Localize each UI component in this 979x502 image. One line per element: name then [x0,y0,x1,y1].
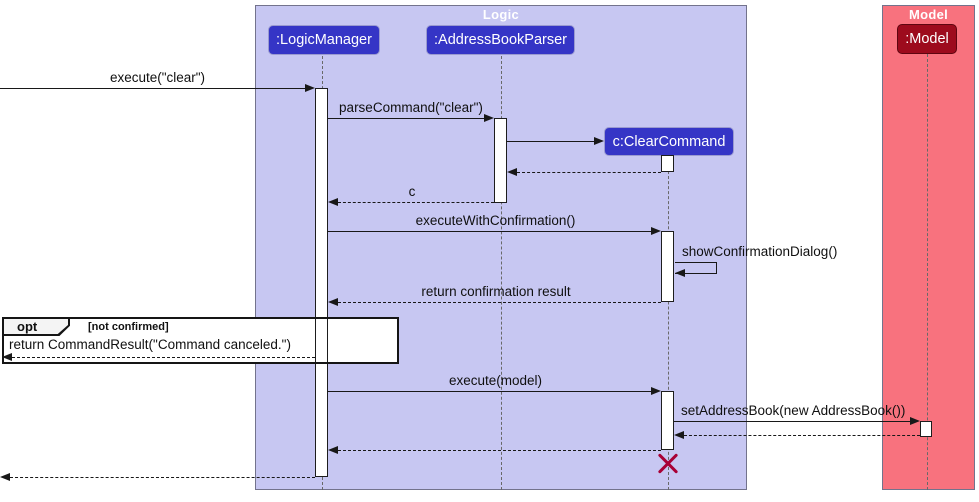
message-create-return-arrow [517,172,661,173]
arrowhead-icon [675,268,685,277]
message-execute-clear-arrow [0,88,306,89]
message-execute-clear-label: execute("clear") [109,70,206,85]
activation-clear-command-confirm [661,231,674,302]
message-return-command-result-arrow [12,357,315,358]
arrowhead-icon [484,113,494,122]
message-set-address-book-label: setAddressBook(new AddressBook()) [681,403,906,418]
arrowhead-icon [328,297,338,306]
arrowhead-icon [507,167,517,176]
message-execute-model-arrow [328,391,652,392]
opt-operator-tab-fill [4,319,68,334]
arrowhead-icon [651,226,661,235]
activation-clear-command-execute [661,391,674,450]
destroy-x-icon [655,451,681,477]
arrowhead-icon [328,197,338,206]
opt-guard-label: [not confirmed] [88,321,169,333]
arrowhead-icon [2,352,12,361]
participant-address-book-parser-label: :AddressBookParser [434,32,567,48]
message-create-clear-command-arrow [507,141,595,142]
message-return-c-label: c [408,184,416,199]
arrowhead-icon [0,472,10,481]
message-return-confirmation-label: return confirmation result [421,284,571,299]
message-set-address-book-arrow [674,421,911,422]
participant-model-label: :Model [905,31,949,47]
arrowhead-icon [305,83,315,92]
arrowhead-icon [674,430,684,439]
frame-logic-title: Logic [482,7,520,22]
participant-logic-manager-label: :LogicManager [276,32,372,48]
lifeline-clear-command [668,156,669,490]
activation-address-book-parser [494,118,507,203]
message-return-c-arrow [338,202,494,203]
arrowhead-icon [651,386,661,395]
frame-model-title: Model [908,7,949,22]
message-parse-command-label: parseCommand("clear") [339,100,483,115]
arrowhead-icon [328,445,338,454]
lifeline-address-book-parser [501,56,502,490]
message-show-confirmation-dialog-label: showConfirmationDialog() [682,244,838,259]
frame-model: Model [882,5,975,490]
activation-logic-manager [315,88,328,477]
participant-logic-manager: :LogicManager [268,25,380,55]
participant-clear-command-label: c:ClearCommand [612,133,726,150]
arrowhead-icon [910,416,920,425]
activation-clear-command-create [661,155,674,172]
message-execute-with-confirmation-arrow [328,231,652,232]
message-model-return-arrow [684,435,920,436]
arrowhead-icon [594,136,604,145]
participant-address-book-parser: :AddressBookParser [426,25,575,55]
participant-clear-command: c:ClearCommand [604,127,734,156]
message-execute-model-label: execute(model) [448,373,543,388]
opt-operator-label: opt [17,319,38,334]
message-clear-command-return-arrow [338,450,661,451]
lifeline-model [927,54,928,490]
message-execute-with-confirmation-label: executeWithConfirmation() [415,213,576,228]
message-show-confirmation-dialog-loop [675,262,717,274]
message-return-confirmation-arrow [338,302,661,303]
activation-model [920,421,932,437]
message-final-return-arrow [10,477,315,478]
message-parse-command-arrow [328,118,485,119]
message-return-command-result-label: return CommandResult("Command canceled."… [9,337,291,352]
participant-model: :Model [897,24,957,54]
